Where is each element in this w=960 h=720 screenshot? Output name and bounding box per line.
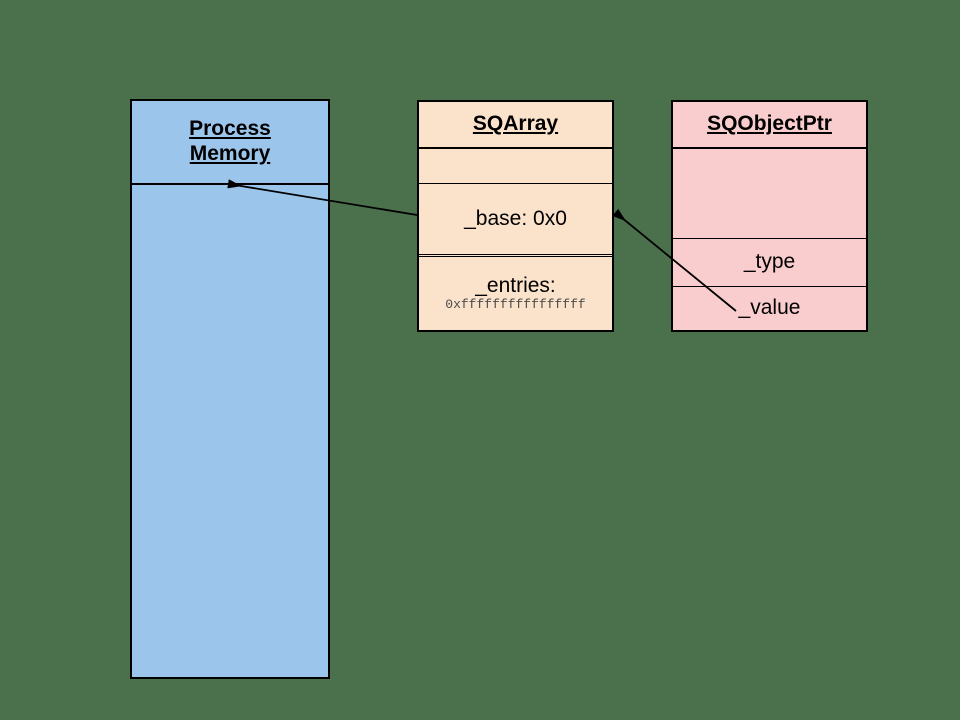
- sqobjectptr-value-label: _value: [738, 296, 801, 320]
- process-memory-title-line1: Process: [189, 117, 271, 141]
- sqobjectptr-row-blank: [673, 149, 866, 238]
- sqarray-row-entries[interactable]: _entries: 0xffffffffffffffff: [419, 254, 612, 330]
- process-memory-title-line2: Memory: [189, 142, 271, 165]
- sqarray-entries-label: _entries:: [475, 274, 556, 298]
- sqarray-title: SQArray: [419, 102, 612, 149]
- sqobjectptr-type-label: _type: [743, 250, 796, 274]
- process-memory-box[interactable]: Process Memory: [130, 99, 330, 679]
- sqobjectptr-box[interactable]: SQObjectPtr _type _value: [671, 100, 868, 332]
- sqarray-box[interactable]: SQArray _base: 0x0 _entries: 0xfffffffff…: [417, 100, 614, 332]
- sqobjectptr-row-type[interactable]: _type: [673, 238, 866, 286]
- sqarray-row-base[interactable]: _base: 0x0: [419, 183, 612, 254]
- sqobjectptr-row-value[interactable]: _value: [673, 286, 866, 330]
- process-memory-title: Process Memory: [132, 101, 328, 185]
- sqarray-base-label: _base: 0x0: [464, 206, 567, 230]
- sqarray-row-blank: [419, 149, 612, 183]
- sqarray-entries-value: 0xffffffffffffffff: [445, 297, 586, 313]
- process-memory-body: [132, 185, 328, 677]
- sqobjectptr-title: SQObjectPtr: [673, 102, 866, 149]
